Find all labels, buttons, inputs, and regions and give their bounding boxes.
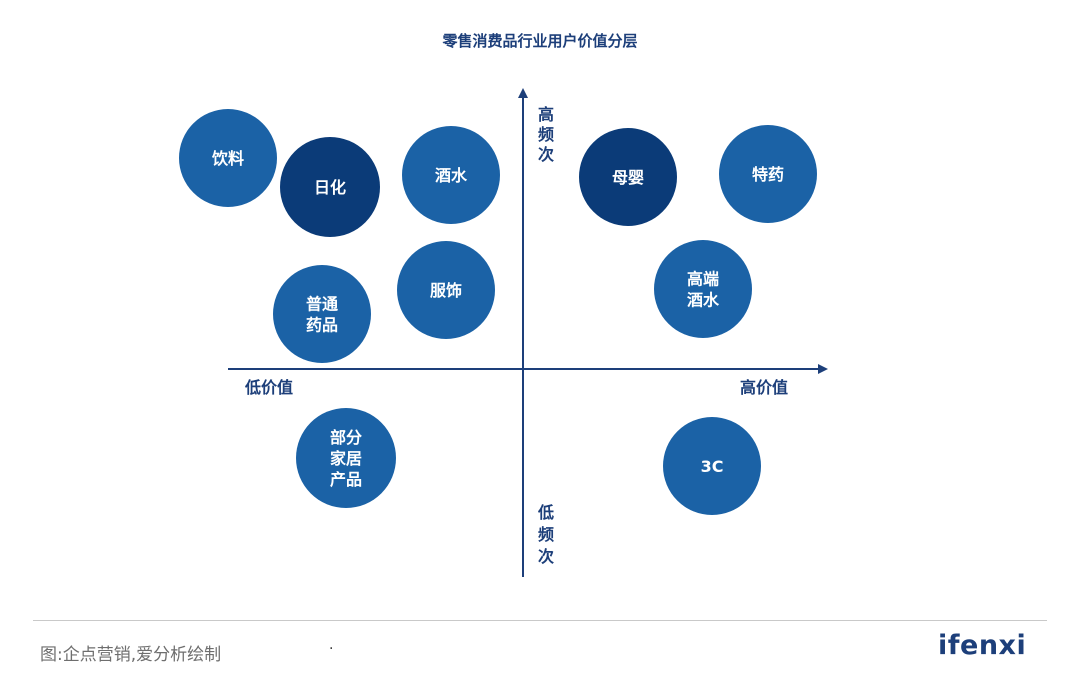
bubble-label: 酒水 <box>435 166 468 185</box>
bubble-circle <box>579 128 677 226</box>
bubble-label: 家居 <box>330 449 362 468</box>
x-axis-low-label: 低价值 <box>244 378 293 397</box>
bubble-circle <box>402 126 500 224</box>
bubble-label: 酒水 <box>687 291 720 310</box>
bubble-label: 3C <box>701 457 724 476</box>
bubble-circle <box>654 240 752 338</box>
bubble-circle <box>719 125 817 223</box>
bubble-label: 普通 <box>306 295 338 314</box>
bubble-jiushui: 酒水 <box>402 126 500 224</box>
bubble-label: 药品 <box>306 316 338 335</box>
bubble-muying: 母婴 <box>579 128 677 226</box>
y-axis-low-char-3: 次 <box>538 547 554 566</box>
bubble-label: 日化 <box>314 178 346 197</box>
bubble-yinliao: 饮料 <box>179 109 277 207</box>
bubble-circle <box>273 265 371 363</box>
bubble-circle <box>280 137 380 237</box>
bubble-label: 服饰 <box>430 281 462 300</box>
bubble-label: 母婴 <box>612 168 644 187</box>
bubble-circle <box>179 109 277 207</box>
y-axis-low-char-2: 频 <box>538 525 554 544</box>
bubble-circle <box>663 417 761 515</box>
separator-dot: · <box>329 641 334 657</box>
ifenxi-logo: ifenxi <box>938 630 1027 661</box>
bubble-label: 高端 <box>687 270 719 289</box>
y-axis-high-char-1: 高 <box>538 105 554 124</box>
bubble-label: 部分 <box>330 428 362 447</box>
bubble-label: 特药 <box>752 165 784 184</box>
y-axis-high-char-2: 频 <box>538 125 554 144</box>
bubble-teyao: 特药 <box>719 125 817 223</box>
y-axis-low-char-1: 低 <box>537 503 554 522</box>
bubble-label: 饮料 <box>211 149 244 168</box>
footer-divider <box>33 620 1047 621</box>
y-axis-high-char-3: 次 <box>538 145 554 164</box>
bubble-rihua: 日化 <box>280 137 380 237</box>
x-axis-high-label: 高价值 <box>740 378 788 397</box>
chart-title: 零售消费品行业用户价值分层 <box>442 32 638 50</box>
bubble-label: 产品 <box>330 470 362 489</box>
bubble-circle <box>397 241 495 339</box>
bubble-circle <box>296 408 396 508</box>
bubble-fushi: 服饰 <box>397 241 495 339</box>
bubble-3c: 3C <box>663 417 761 515</box>
source-note: 图:企点营销,爱分析绘制 <box>40 645 222 665</box>
